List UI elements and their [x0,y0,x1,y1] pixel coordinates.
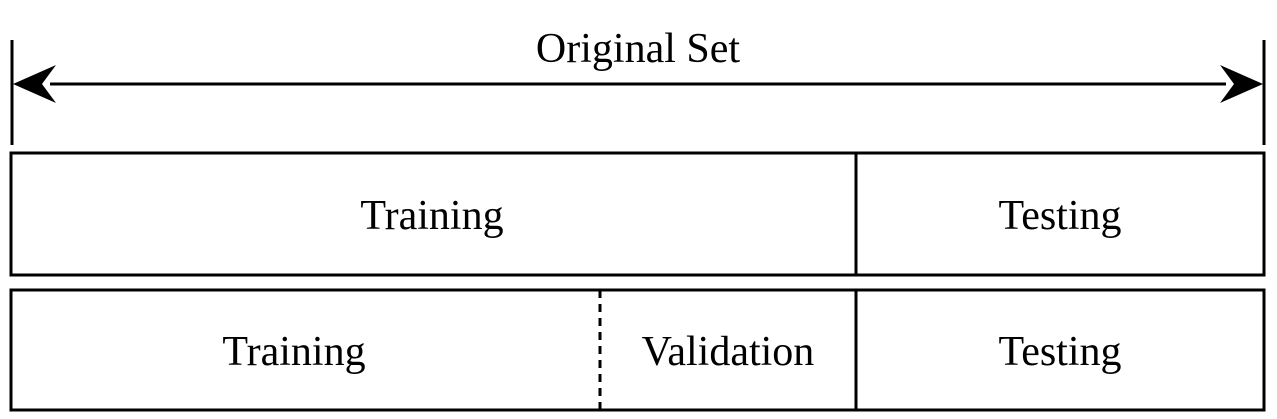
split-row-train-val-test: Training Validation Testing [9,288,1266,412]
row2-testing-label: Testing [998,329,1121,375]
row2-frame [9,288,1266,412]
original-set-span: Original Set [10,26,1266,145]
row1-training-label: Training [360,193,503,239]
left-arrowhead-icon [13,65,56,103]
original-set-label: Original Set [536,26,740,72]
row2-validation-label: Validation [642,329,815,375]
row1-testing-label: Testing [998,193,1121,239]
split-row-train-test: Training Testing [9,151,1266,277]
right-arrowhead-icon [1220,65,1263,103]
row1-frame [9,151,1266,277]
row2-training-label: Training [222,329,365,375]
